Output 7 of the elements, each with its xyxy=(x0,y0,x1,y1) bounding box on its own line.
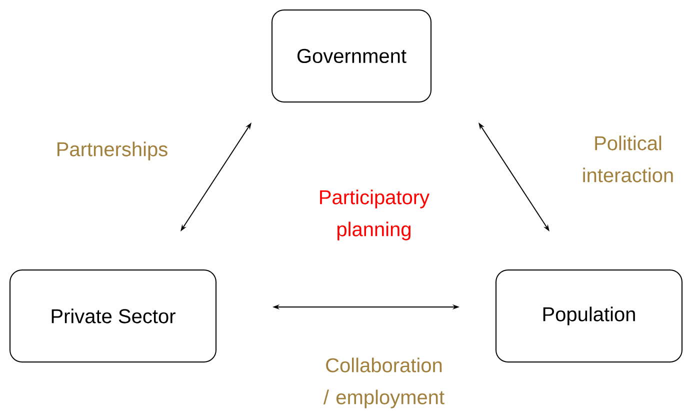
rounded-box: Government xyxy=(272,10,432,102)
center-label: Participatory planning xyxy=(320,190,430,240)
rounded-box: Population xyxy=(496,269,682,362)
edge-label: Political interaction xyxy=(583,136,673,182)
rounded-box: Private Sector xyxy=(10,269,216,362)
edge-label: Collaboration / employment xyxy=(323,358,444,408)
edge-label: Partnerships xyxy=(58,142,168,160)
